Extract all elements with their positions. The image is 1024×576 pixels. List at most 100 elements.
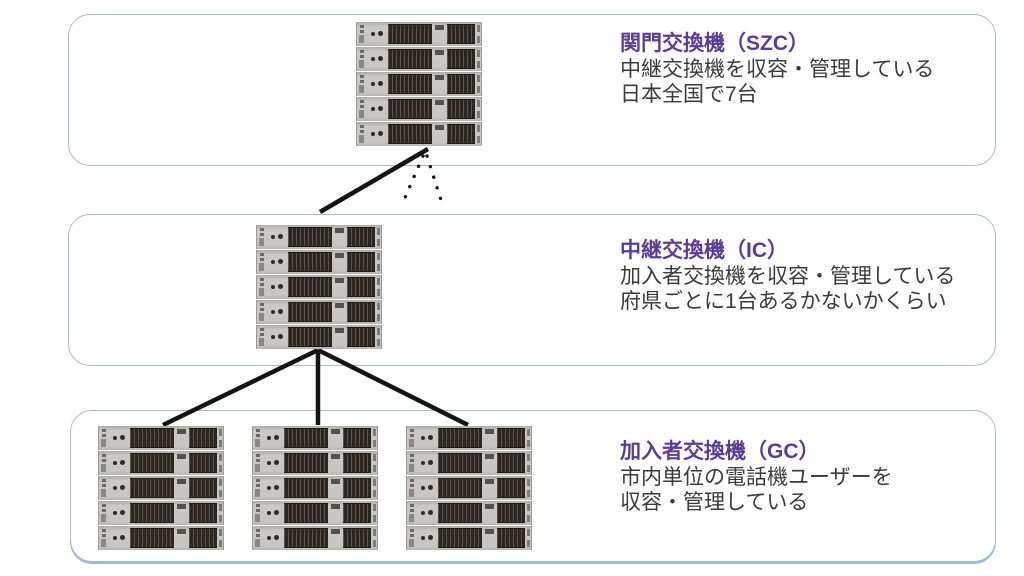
rack-unit <box>406 526 532 550</box>
unit-drive-bay-left <box>438 478 482 498</box>
unit-led-mark <box>102 479 106 482</box>
unit-drive-bay-right <box>347 227 375 247</box>
tier-box-szc <box>68 14 996 166</box>
rack-unit <box>98 526 224 550</box>
unit-drive-bay-right <box>497 528 525 548</box>
unit-side-vent <box>359 135 364 143</box>
server-rack-icon-gc-3 <box>406 426 532 551</box>
tier-text-gc: 加入者交換機（GC） 市内単位の電話機ユーザーを 収容・管理している <box>620 439 893 515</box>
unit-led-mark <box>410 459 414 462</box>
unit-right-vent <box>219 504 222 511</box>
unit-power-button <box>267 436 271 440</box>
unit-right-vent <box>527 454 530 461</box>
unit-side-vent <box>255 489 260 497</box>
unit-led-mark <box>102 434 106 437</box>
server-rack-icon-szc <box>356 22 482 147</box>
tier-title-szc: 関門交換機（SZC） <box>620 32 809 55</box>
unit-side-vent <box>255 439 260 447</box>
unit-power-button <box>113 511 117 515</box>
unit-drive-bay-right <box>189 428 217 448</box>
unit-power-button <box>378 81 383 86</box>
unit-led-mark <box>260 228 264 231</box>
unit-power-button <box>378 131 383 136</box>
unit-drive-bay-left <box>388 74 432 94</box>
unit-power-button <box>421 536 425 540</box>
unit-drive-bay-right <box>343 503 371 523</box>
unit-drive-bay-right <box>189 478 217 498</box>
unit-led-mark <box>102 459 106 462</box>
unit-right-vent <box>373 490 376 497</box>
unit-right-vent <box>527 440 530 447</box>
server-rack-icon-gc-1 <box>98 426 224 551</box>
unit-drive-bay-left <box>130 478 174 498</box>
rack-unit <box>98 476 224 500</box>
unit-power-button <box>278 259 283 264</box>
unit-right-vent <box>219 440 222 447</box>
unit-right-vent <box>219 465 222 472</box>
unit-center-slot <box>335 303 344 308</box>
unit-right-vent <box>219 540 222 547</box>
unit-led-mark <box>256 454 260 457</box>
unit-led-mark <box>410 454 414 457</box>
unit-drive-bay-left <box>288 302 332 322</box>
unit-power-button <box>421 436 425 440</box>
unit-power-button <box>278 334 283 339</box>
tier-desc-szc-line2: 日本全国で7台 <box>620 83 758 106</box>
unit-side-vent <box>409 464 414 472</box>
unit-center-slot <box>435 25 444 30</box>
unit-power-button <box>120 460 125 465</box>
unit-led-mark <box>260 333 264 336</box>
unit-side-vent <box>409 539 414 547</box>
unit-power-button <box>271 310 275 314</box>
unit-side-vent <box>259 263 264 271</box>
rack-unit <box>406 426 532 450</box>
unit-center-slot <box>177 454 186 459</box>
unit-power-button <box>120 435 125 440</box>
unit-power-button <box>274 460 279 465</box>
unit-power-button <box>113 536 117 540</box>
unit-right-vent <box>527 504 530 511</box>
unit-center-slot <box>335 253 344 258</box>
unit-center-slot <box>331 479 340 484</box>
unit-led-mark <box>256 534 260 537</box>
unit-drive-bay-right <box>497 478 525 498</box>
unit-power-button <box>271 285 275 289</box>
unit-power-button <box>371 132 375 136</box>
unit-right-vent <box>373 540 376 547</box>
unit-right-vent <box>527 515 530 522</box>
unit-power-button <box>371 82 375 86</box>
unit-power-button <box>113 461 117 465</box>
unit-led-mark <box>260 308 264 311</box>
unit-led-mark <box>260 258 264 261</box>
unit-right-vent <box>219 429 222 436</box>
unit-side-vent <box>101 489 106 497</box>
unit-side-vent <box>259 313 264 321</box>
rack-unit <box>406 476 532 500</box>
tier-desc-szc-line1: 中継交換機を収容・管理している <box>620 58 935 81</box>
unit-side-vent <box>409 439 414 447</box>
unit-led-mark <box>256 429 260 432</box>
unit-power-button <box>421 486 425 490</box>
unit-power-button <box>428 510 433 515</box>
unit-led-mark <box>260 233 264 236</box>
unit-drive-bay-left <box>284 453 328 473</box>
unit-power-button <box>267 536 271 540</box>
unit-power-button <box>274 510 279 515</box>
unit-side-vent <box>259 338 264 346</box>
unit-center-slot <box>177 429 186 434</box>
unit-right-vent <box>373 429 376 436</box>
unit-right-vent <box>219 490 222 497</box>
unit-drive-bay-right <box>343 528 371 548</box>
unit-center-slot <box>331 429 340 434</box>
unit-led-mark <box>256 504 260 507</box>
unit-drive-bay-right <box>447 24 475 44</box>
unit-center-slot <box>485 429 494 434</box>
unit-side-vent <box>359 60 364 68</box>
server-rack-icon-ic <box>256 225 382 350</box>
tier-desc-ic-line2: 府県ごとに1台あるかないかくらい <box>620 290 947 313</box>
unit-right-vent <box>477 25 480 32</box>
rack-unit <box>256 250 382 274</box>
unit-drive-bay-left <box>130 503 174 523</box>
unit-center-slot <box>435 50 444 55</box>
tier-title-ic: 中継交換機（IC） <box>620 239 788 262</box>
